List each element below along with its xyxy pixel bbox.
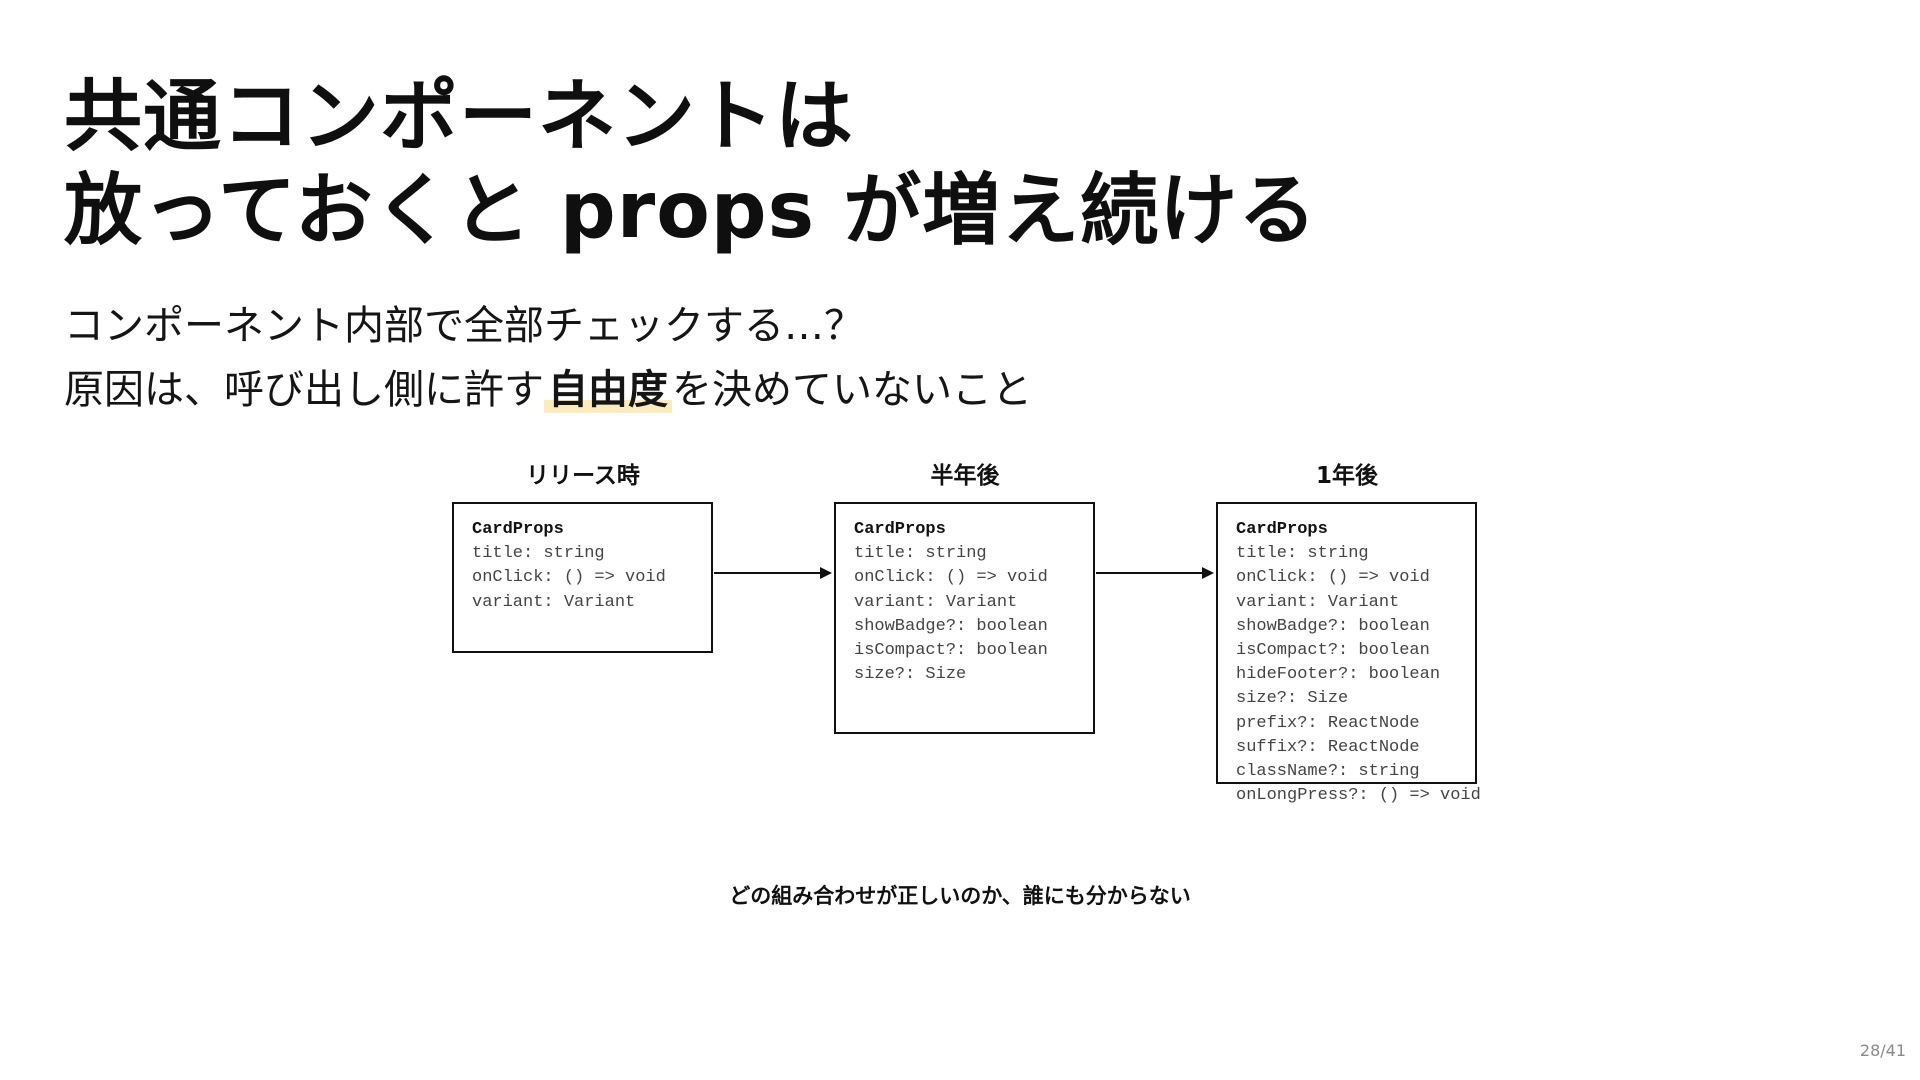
arrow-half-year-to-one-year	[1096, 567, 1214, 579]
prop-line: title: string	[1236, 544, 1369, 564]
props-box-header: CardProps	[472, 520, 564, 539]
title-line-2: 放っておくと props が増え続ける	[64, 166, 1318, 256]
column-label-release: リリース時	[526, 463, 640, 489]
props-list-one-year: CardProps title: string onClick: () => v…	[1236, 518, 1481, 808]
prop-line: onClick: () => void	[854, 568, 1048, 588]
column-label-half-year: 半年後	[930, 463, 1000, 489]
prop-line: showBadge?: boolean	[854, 616, 1048, 636]
prop-line: isCompact?: boolean	[854, 640, 1048, 660]
page-separator: /	[1880, 1041, 1886, 1060]
title-line-1: 共通コンポーネントは	[64, 72, 855, 162]
slide-title: 共通コンポーネントは 放っておくと props が増え続ける	[64, 70, 1317, 258]
subtitle-text-before: 原因は、呼び出し側に許す	[64, 367, 544, 413]
prop-line: variant: Variant	[472, 592, 636, 612]
prop-line: suffix?: ReactNode	[1236, 737, 1420, 757]
prop-line: className?: string	[1236, 761, 1420, 781]
page-number: 28/41	[1860, 1041, 1906, 1060]
prop-line: prefix?: ReactNode	[1236, 713, 1420, 733]
prop-line: onClick: () => void	[472, 568, 666, 588]
props-box-header: CardProps	[854, 520, 946, 539]
subtitle-highlight: 自由度	[544, 367, 672, 413]
prop-line: title: string	[472, 544, 605, 564]
subtitle-line-2: 原因は、呼び出し側に許す自由度を決めていないこと	[64, 366, 1032, 414]
props-box-one-year: CardProps title: string onClick: () => v…	[1216, 502, 1481, 805]
subtitle-line-1: コンポーネント内部で全部チェックする…？	[64, 303, 864, 349]
subtitle-text-after: を決めていないこと	[672, 367, 1032, 413]
page-total: 41	[1885, 1041, 1906, 1060]
prop-line: size?: Size	[854, 665, 967, 685]
prop-line: variant: Variant	[854, 592, 1018, 612]
prop-line: showBadge?: boolean	[1236, 616, 1430, 636]
props-box-release: CardProps title: string onClick: () => v…	[452, 502, 713, 653]
props-box-header: CardProps	[1236, 520, 1328, 539]
prop-line: variant: Variant	[1236, 592, 1400, 612]
diagram-caption: どの組み合わせが正しいのか、誰にも分からない	[729, 884, 1191, 908]
prop-line: title: string	[854, 544, 987, 564]
arrow-release-to-half-year	[714, 567, 832, 579]
props-list-release: CardProps title: string onClick: () => v…	[472, 518, 666, 615]
prop-line: onClick: () => void	[1236, 568, 1430, 588]
props-box-half-year: CardProps title: string onClick: () => v…	[834, 502, 1095, 734]
page-current: 28	[1859, 1041, 1881, 1060]
prop-line: isCompact?: boolean	[1236, 640, 1430, 660]
column-label-one-year: 1年後	[1315, 463, 1378, 489]
prop-line: size?: Size	[1236, 689, 1349, 709]
prop-line: onLongPress?: () => void	[1236, 786, 1481, 806]
props-list-half-year: CardProps title: string onClick: () => v…	[854, 518, 1048, 687]
prop-line: hideFooter?: boolean	[1236, 665, 1441, 685]
